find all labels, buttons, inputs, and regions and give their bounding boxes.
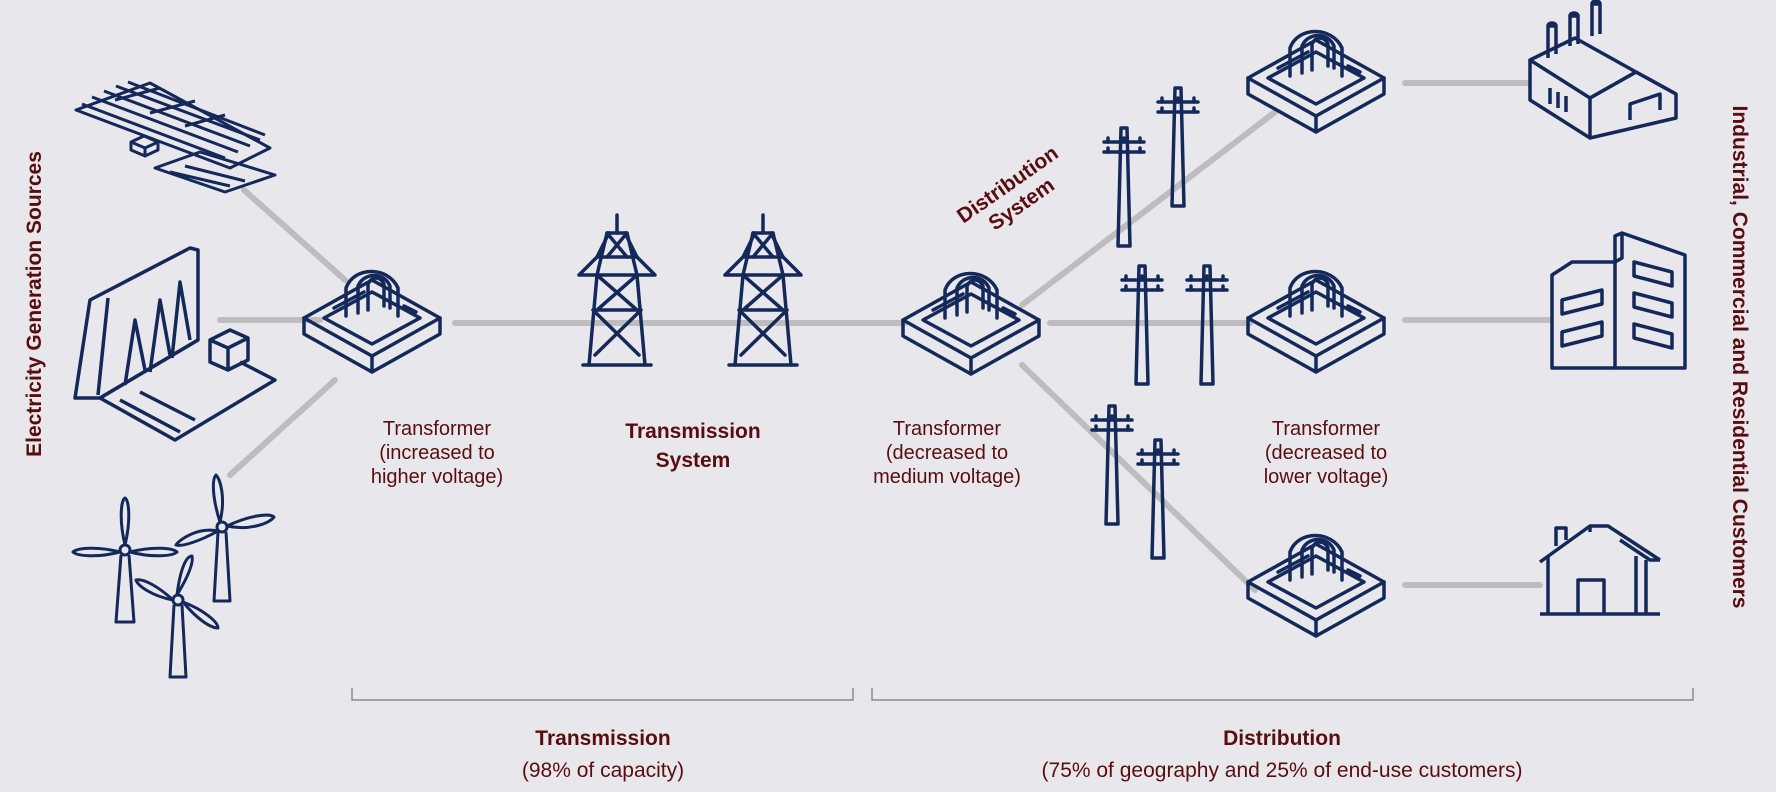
substation-icon-residential [1246,533,1386,638]
substation-icon-commercial [1246,269,1386,374]
transformer-low-label: Transformer (decreased to lower voltage) [1263,418,1389,488]
substation-icon-medium [901,271,1041,376]
factory-icon [1528,0,1678,140]
transmission-section-title: Transmission [535,727,671,750]
office-building-icon [1550,231,1687,370]
customers-title: Industrial, Commercial and Residential C… [1728,105,1751,609]
house-icon [1538,524,1661,616]
generation-sources-title: Electricity Generation Sources [23,151,46,457]
transmission-section-caption: Transmission (98% of capacity) [453,723,753,787]
distribution-bracket [871,688,1694,701]
transformer-medium-label: Transformer (decreased to medium voltage… [873,418,1021,488]
transmission-system-label: Transmission System [625,420,761,472]
distribution-section-caption: Distribution (75% of geography and 25% o… [982,723,1582,787]
hydro-dam-icon [73,246,277,442]
distribution-section-title: Distribution [1223,727,1341,750]
wind-turbines-icon [71,473,276,679]
substation-icon-step-up [302,269,442,374]
transmission-section-subtitle: (98% of capacity) [521,759,685,782]
distribution-section-subtitle: (75% of geography and 25% of end-use cus… [1041,759,1523,782]
connector-lines [217,80,1553,593]
transmission-bracket [351,688,854,701]
transmission-tower-icon-1 [577,213,657,367]
section-brackets [351,688,1694,701]
solar-farm-icon [74,80,277,194]
transformer-step-up-label: Transformer (increased to higher voltage… [370,418,504,488]
transmission-tower-icon-2 [723,213,803,367]
